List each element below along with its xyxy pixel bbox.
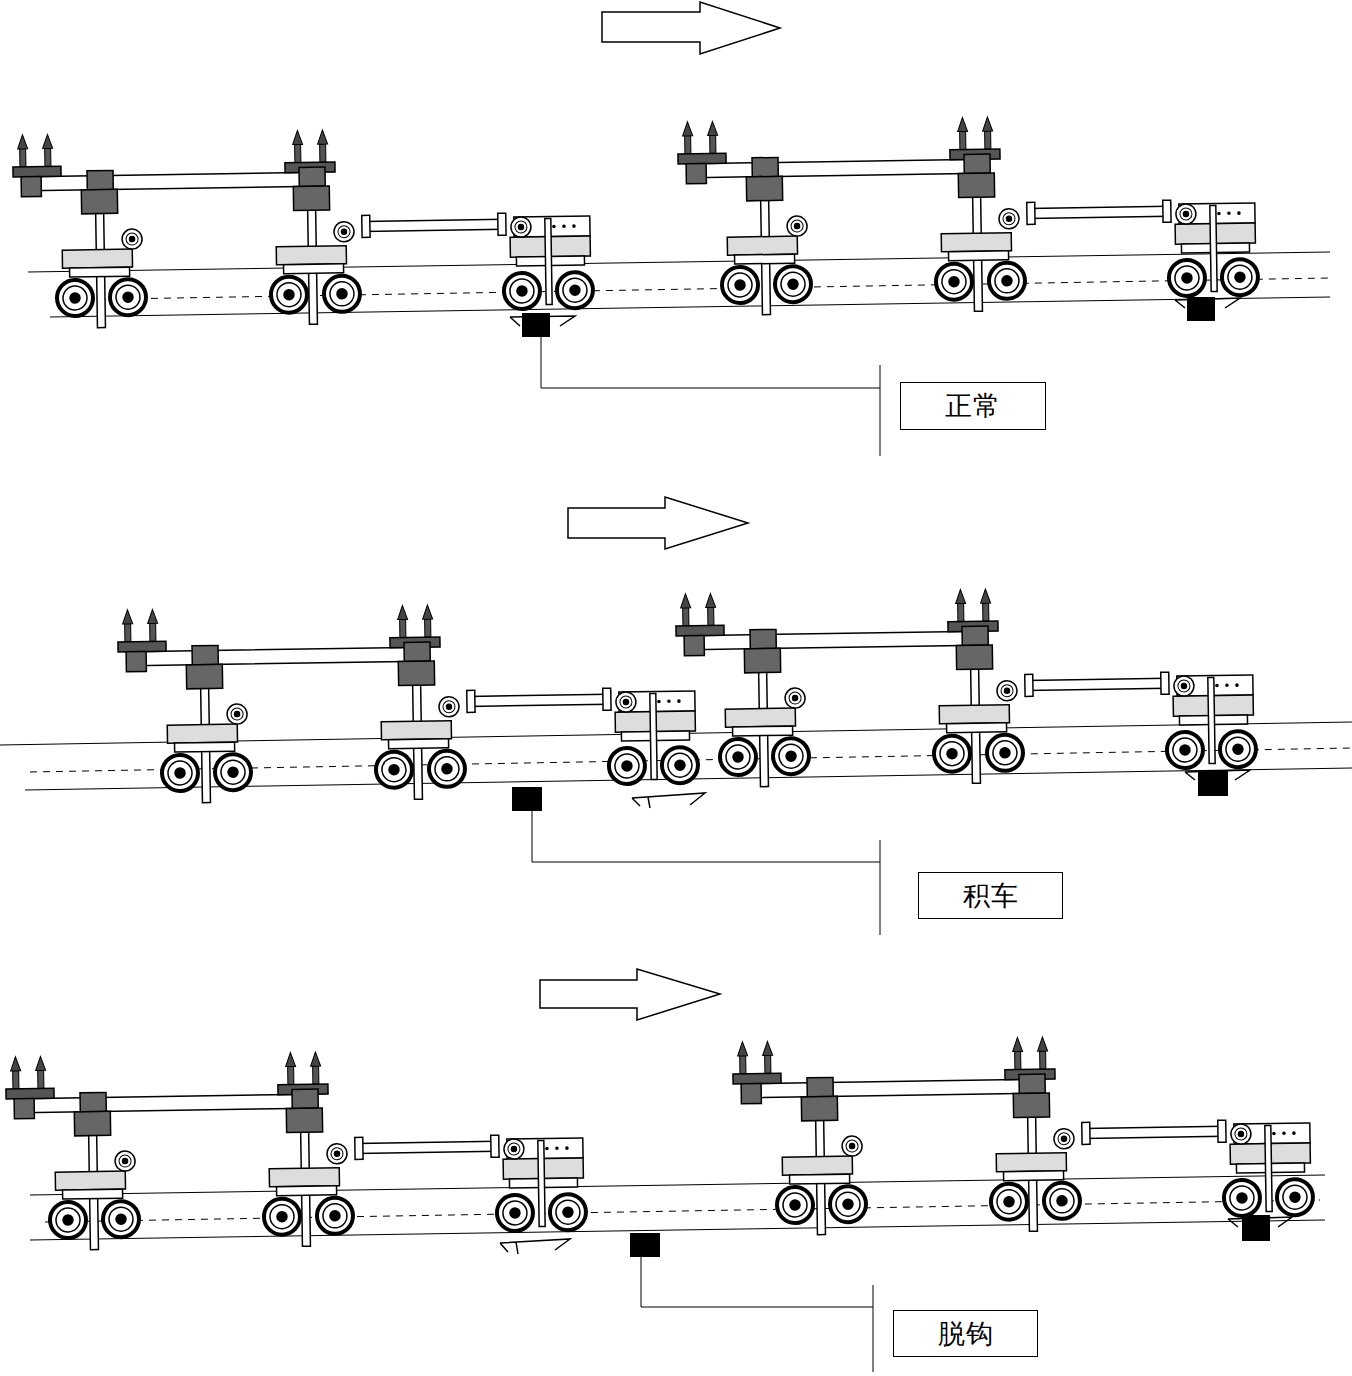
sensor bbox=[522, 313, 550, 337]
dog-mark bbox=[632, 793, 705, 808]
sensor bbox=[1187, 297, 1215, 321]
direction-arrow bbox=[602, 2, 780, 54]
leader-line bbox=[873, 1285, 874, 1372]
carrier bbox=[12, 126, 593, 329]
label-box: 积车 bbox=[918, 872, 1063, 919]
track bbox=[28, 252, 1330, 317]
carrier bbox=[732, 1033, 1313, 1236]
track bbox=[30, 1175, 1325, 1240]
label-box: 脱钩 bbox=[893, 1310, 1038, 1357]
state-label: 脱钩 bbox=[938, 1316, 994, 1352]
sensor bbox=[630, 1233, 660, 1257]
state-label: 积车 bbox=[963, 878, 1019, 914]
carrier bbox=[117, 601, 698, 804]
leader-line bbox=[541, 337, 880, 388]
carrier bbox=[677, 113, 1258, 316]
direction-arrow bbox=[540, 969, 720, 1020]
sensor bbox=[512, 787, 542, 811]
dog-mark bbox=[500, 1239, 570, 1254]
sensor bbox=[1242, 1215, 1270, 1241]
leader-line bbox=[641, 1257, 873, 1307]
leader-line bbox=[532, 811, 880, 862]
direction-arrow bbox=[568, 497, 748, 549]
leader-line bbox=[880, 840, 881, 935]
leader-line bbox=[880, 365, 881, 456]
carrier bbox=[5, 1048, 586, 1251]
label-box: 正常 bbox=[900, 382, 1046, 430]
carrier bbox=[675, 585, 1256, 788]
sensor bbox=[1198, 770, 1228, 796]
state-label: 正常 bbox=[945, 388, 1001, 424]
